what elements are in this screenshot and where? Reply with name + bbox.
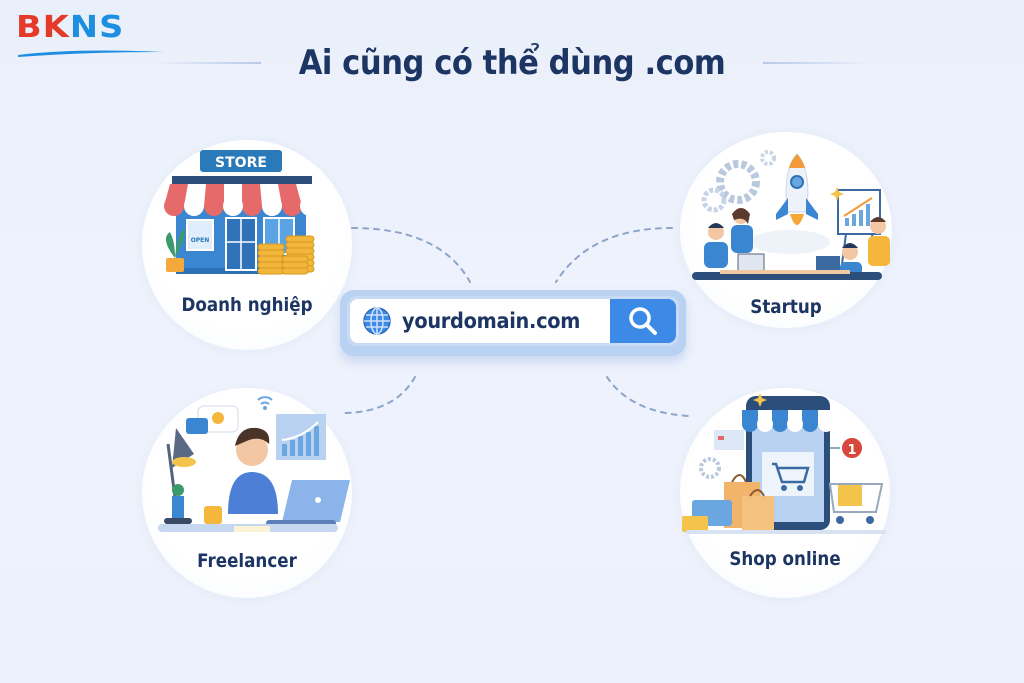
category-label-freelancer: Freelancer [197, 550, 297, 572]
search-icon [629, 307, 657, 335]
logo-text-red: BK [16, 10, 70, 45]
category-business: STORE OPEN [142, 140, 352, 350]
svg-text:STORE: STORE [215, 155, 267, 171]
domain-search-value: yourdomain.com [402, 309, 581, 333]
domain-search-bar: yourdomain.com [340, 290, 686, 356]
category-label-business: Doanh nghiệp [181, 294, 313, 316]
category-shop-online: 1 Shop online [680, 388, 890, 598]
domain-search-input[interactable]: yourdomain.com [350, 299, 610, 343]
logo-wordmark: BKNS [16, 12, 124, 44]
header: Ai cũng có thể dùng .com [0, 38, 1024, 88]
search-button[interactable] [610, 299, 676, 343]
logo-text-blue: NS [69, 10, 125, 45]
store-icon: STORE OPEN [164, 150, 320, 275]
category-label-shop-online: Shop online [729, 548, 841, 570]
category-label-startup: Startup [750, 296, 822, 318]
category-freelancer: Freelancer [142, 388, 352, 598]
laptop-worker-icon [158, 396, 350, 532]
title-divider-right [763, 62, 874, 64]
bkns-logo: BKNS [14, 12, 174, 58]
globe-icon [363, 307, 391, 335]
svg-text:OPEN: OPEN [191, 237, 210, 244]
page-title: Ai cũng có thể dùng .com [298, 43, 726, 83]
title-divider-left [150, 62, 261, 64]
svg-text:1: 1 [847, 443, 856, 458]
category-startup: Startup [680, 132, 892, 328]
rocket-team-icon [692, 150, 890, 280]
mobile-shop-icon: 1 [682, 393, 886, 534]
logo-swoosh-icon [18, 50, 164, 57]
